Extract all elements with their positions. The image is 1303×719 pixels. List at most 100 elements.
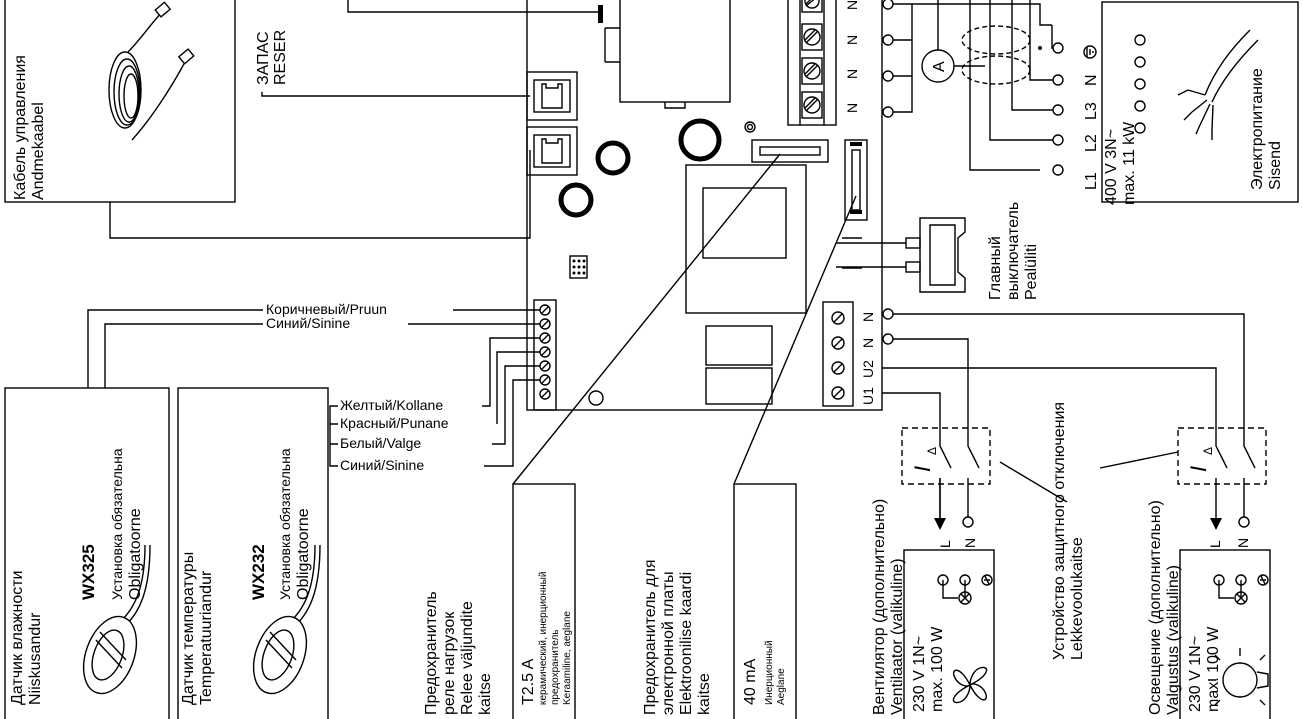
temperature-sensor-icon: [252, 544, 321, 695]
rcd-label-et: Lekkevoolukaitse: [1069, 537, 1086, 660]
rcd-fan-delta: Δ: [925, 447, 939, 455]
terminal-n-2: N: [844, 35, 860, 45]
fan-spec-2: max. 100 W: [929, 626, 946, 712]
fan-terminal-l: L: [937, 540, 953, 548]
humidity-label-ru: Датчик влажности: [9, 571, 26, 706]
cable-coil-icon: [108, 1, 195, 141]
cable-label-ru: Кабель управления: [12, 55, 29, 200]
board-fuse-l1: Предохранитель для: [642, 559, 659, 715]
ring-2: [558, 182, 594, 218]
light-box: 230 V 1N~ max. 100 W: [1179, 549, 1271, 719]
board-fuse-l2: электронной платы: [660, 571, 677, 715]
cable-label-et: Andmekaabel: [30, 102, 47, 200]
terminal-u2: U2: [860, 360, 876, 378]
fan-icon: [952, 666, 988, 704]
light-spec-2: max. 100 W: [1205, 626, 1222, 712]
fuse-t25: [751, 139, 829, 163]
main-switch-l1: Главный: [987, 236, 1004, 300]
humidity-mandatory-et: Obligatoorne: [127, 508, 144, 600]
temperature-label-ru: Датчик температуры: [180, 552, 197, 705]
rj-jack-top: [526, 71, 578, 121]
relay-1: [705, 325, 773, 366]
fuse-t25-desc-2: предохранитель: [550, 629, 561, 705]
ring-1: [595, 140, 631, 176]
fuse-t25-desc-3: Keraamiline, aeglane: [562, 611, 573, 705]
power-label-et: Sisend: [1267, 141, 1284, 190]
humidity-sensor-icon: [82, 544, 151, 695]
fan-terminal-n: N: [962, 538, 978, 548]
bulb-icon: [1208, 648, 1269, 706]
humidity-model: WX325: [79, 544, 98, 600]
fuse-t25-box: T2.5 A керамический, инерционный предохр…: [512, 483, 576, 719]
output-wiring: I Δ I Δ: [882, 308, 1267, 530]
fuse-40ma-value: 40 mA: [742, 658, 759, 705]
terminal-n-3: N: [844, 69, 860, 79]
reserve-label-et: RESER: [272, 30, 289, 85]
temperature-mandatory-ru: Установка обязательна: [277, 448, 293, 600]
relay-2: [705, 367, 773, 405]
chip: [569, 255, 588, 279]
light-label-et: Valgustus (valikuline): [1165, 565, 1182, 715]
fuse-40ma-desc-1: Инерционный: [764, 640, 775, 705]
ammeter-label: A: [931, 61, 948, 72]
power-cable-icon: [1177, 29, 1259, 140]
terminal-u1: U1: [860, 387, 876, 405]
main-switch-l2: выключатель: [1005, 202, 1022, 300]
rcd-light-i: I: [1186, 466, 1211, 472]
temperature-sensor-box: Датчик температуры Temperatuuriandur WX2…: [177, 387, 329, 719]
relay-fuse-l1: Предохранитель: [423, 591, 440, 715]
power-terminal-block: N N N N: [787, 0, 860, 126]
reserve-label-ru: ЗАПАС: [255, 31, 272, 85]
rcd-label-ru: Устройство защитного отключения: [1051, 402, 1068, 660]
ground-icon: [1083, 45, 1097, 59]
power-terminal-n: N: [1083, 74, 1100, 86]
light-label-ru: Освещение (дополнительно): [1147, 500, 1164, 715]
power-terminal-l3: L3: [1083, 102, 1100, 120]
ring-3: [678, 118, 722, 162]
fan-label-et: Ventilaator (valikuline): [889, 558, 906, 715]
board-fuse-l4: kaitse: [696, 673, 713, 715]
power-wiring: A L1 L2 L3 N 400 V 3N~ max. 11 kW: [882, 0, 1138, 205]
wire-red: Красный/Punane: [340, 415, 449, 431]
transformer: [685, 164, 807, 314]
temperature-model: WX232: [249, 544, 268, 600]
fan-spec-1: 230 V 1N~: [911, 636, 928, 712]
relay-fuse-l2: реле нагрузок: [441, 611, 458, 715]
fuse-t25-desc-1: керамический, инерционный: [538, 572, 549, 705]
light-spec-1: 230 V 1N~: [1187, 636, 1204, 712]
rj-jack-bottom: [526, 126, 578, 176]
fan-label-ru: Вентилятор (дополнительно): [871, 499, 888, 715]
light-terminal-n: N: [1235, 538, 1251, 548]
wire-white: Белый/Valge: [340, 435, 421, 451]
power-terminal-l2: L2: [1083, 134, 1100, 152]
temperature-mandatory-et: Obligatoorne: [295, 508, 312, 600]
rcd-light-delta: Δ: [1201, 447, 1215, 455]
humidity-mandatory-ru: Установка обязательна: [109, 448, 125, 600]
power-spec-1: 400 V 3N~: [1103, 129, 1120, 205]
fan-box: 230 V 1N~ max. 100 W: [903, 549, 995, 719]
fuse-40ma: [844, 139, 868, 221]
power-label-ru: Электропитание: [1249, 68, 1266, 190]
rcd-fan-i: I: [910, 466, 935, 472]
light-terminal-l: L: [1207, 540, 1223, 548]
fuse-t25-value: T2.5 A: [520, 658, 537, 705]
power-supply-box: Электропитание Sisend: [1101, 1, 1299, 203]
terminal-n-1: N: [844, 0, 860, 10]
wire-yellow: Желтый/Kollane: [340, 397, 443, 413]
control-board: [526, 0, 883, 411]
wire-blue-1: Синий/Sinine: [266, 315, 350, 331]
control-cable-box: Кабель управления Andmekaabel: [4, 0, 236, 203]
terminal-n-out-2: N: [860, 338, 876, 348]
output-terminal-block: N N U2 U1: [822, 301, 876, 407]
board-fuse-l3: Elektroonilise kaardi: [678, 572, 695, 715]
terminal-n-4: N: [844, 103, 860, 113]
fuse-40ma-box: 40 mA Инерционный Aeglane: [733, 483, 797, 719]
main-switch: Главный выключатель Pealüliti: [836, 202, 1040, 300]
main-switch-l3: Pealüliti: [1023, 244, 1040, 300]
relay-fuse-l3: Relee väljundite: [459, 601, 476, 715]
fuse-40ma-desc-2: Aeglane: [776, 668, 787, 705]
wire-blue-2: Синий/Sinine: [340, 457, 424, 473]
power-spec-2: max. 11 kW: [1121, 121, 1138, 205]
terminal-n-out-1: N: [860, 312, 876, 322]
